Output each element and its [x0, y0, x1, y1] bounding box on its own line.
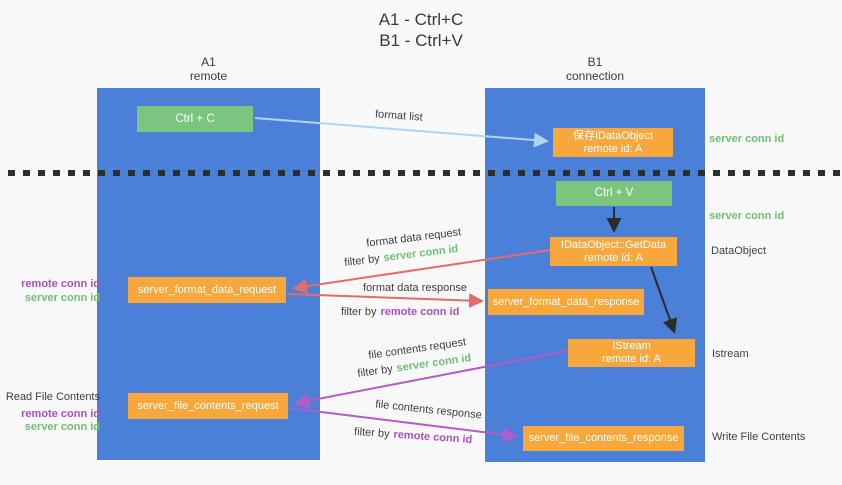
lane-b1-role: connection — [565, 69, 625, 83]
lane-a1-name: A1 — [201, 55, 216, 69]
lane-a1-role: remote — [189, 69, 228, 83]
right-label-dataobject: DataObject — [711, 245, 767, 257]
node-ctrl-v-label: Ctrl + V — [594, 187, 634, 199]
filter-by-text: filter by — [343, 252, 381, 269]
filter-by-text: filter by — [341, 306, 377, 318]
node-server-format-data-response: server_format_data_response — [488, 289, 644, 315]
node-idataobject-getdata: IDataObject::GetData remote id: A — [550, 237, 677, 266]
filter-by-text: filter by — [353, 425, 390, 441]
flow-label-file-contents-response: file contents response — [374, 398, 483, 422]
filter-by-text: filter by — [356, 363, 394, 380]
lane-b1-name: B1 — [587, 55, 603, 69]
node-server-file-contents-response: server_file_contents_response — [523, 426, 684, 451]
node-getdata-line1: IDataObject::GetData — [560, 238, 667, 251]
left-label-server-conn-id-2: server conn id — [24, 421, 100, 433]
right-label-write-file-contents: Write File Contents — [712, 431, 806, 443]
node-save-idataobject-line1: 保存IDataObject — [572, 129, 654, 142]
right-label-server-conn-id-top: server conn id — [709, 133, 785, 145]
node-istream: IStream remote id: A — [568, 339, 695, 367]
flow-label-format-list: format list — [374, 108, 424, 124]
right-label-istream: Istream — [712, 348, 749, 360]
node-save-idataobject: 保存IDataObject remote id: A — [553, 128, 673, 157]
session-divider-dashed-line — [8, 170, 842, 176]
node-getdata-line2: remote id: A — [584, 251, 643, 264]
node-ctrl-v: Ctrl + V — [556, 181, 672, 206]
right-label-server-conn-id-mid: server conn id — [709, 210, 785, 222]
title-line-ctrl-v: B1 - Ctrl+V — [379, 31, 463, 50]
lane-header-b1: B1 connection — [485, 55, 705, 83]
left-label-remote-conn-id-2: remote conn id — [21, 408, 100, 420]
remote-conn-id-text: remote conn id — [380, 306, 460, 318]
diagram-title: A1 - Ctrl+C B1 - Ctrl+V — [0, 9, 842, 51]
node-save-idataobject-line2: remote id: A — [583, 142, 643, 155]
left-label-read-file-contents: Read File Contents — [5, 391, 100, 403]
node-istream-line1: IStream — [612, 340, 651, 352]
left-label-remote-conn-id-1: remote conn id — [21, 278, 100, 290]
node-format-request-label: server_format_data_request — [137, 283, 277, 296]
node-ctrl-c-label: Ctrl + C — [175, 112, 215, 125]
title-line-ctrl-c: A1 - Ctrl+C — [378, 10, 464, 29]
node-server-format-data-request: server_format_data_request — [128, 277, 286, 303]
flow-label-format-data-response: format data response — [363, 282, 467, 294]
node-format-response-label: server_format_data_response — [492, 295, 640, 308]
node-ctrl-c: Ctrl + C — [137, 106, 253, 132]
lane-header-a1: A1 remote — [97, 55, 320, 83]
node-file-response-label: server_file_contents_response — [528, 432, 679, 444]
remote-conn-id-text: remote conn id — [393, 428, 473, 447]
node-server-file-contents-request: server_file_contents_request — [128, 393, 288, 419]
node-file-request-label: server_file_contents_request — [137, 399, 279, 412]
node-istream-line2: remote id: A — [602, 353, 661, 365]
left-label-server-conn-id-1: server conn id — [24, 292, 100, 304]
